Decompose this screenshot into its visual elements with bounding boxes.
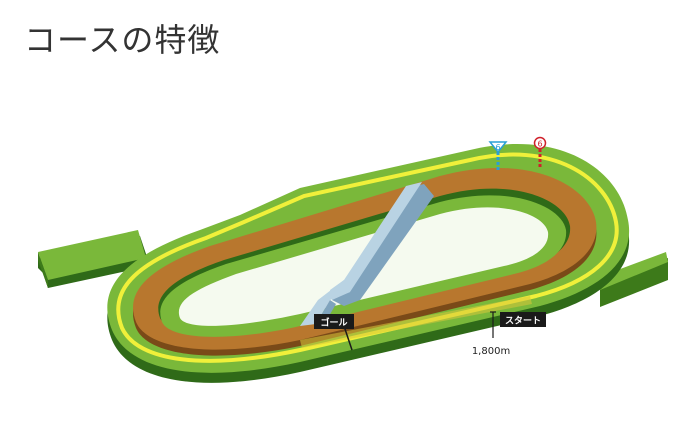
start-distance-label: 1,800m bbox=[472, 346, 510, 357]
furlong-marker-blue: 6 bbox=[488, 141, 508, 172]
page-title: コースの特徴 bbox=[24, 21, 221, 59]
furlong-marker-red-label: 6 bbox=[537, 140, 542, 149]
dirt-home-straight bbox=[300, 296, 532, 348]
start-label-bg bbox=[500, 312, 546, 327]
turf-rail-line bbox=[116, 152, 619, 363]
start-marker: スタート 1,800m bbox=[472, 311, 546, 357]
furlong-marker-blue-label: 6 bbox=[495, 143, 500, 152]
start-label: スタート bbox=[505, 315, 541, 327]
goal-label: ゴール bbox=[320, 317, 347, 329]
right-chute bbox=[596, 252, 668, 307]
left-chute bbox=[38, 230, 150, 288]
goal-marker: ゴール bbox=[314, 314, 354, 351]
furlong-marker-red: 6 bbox=[533, 136, 547, 168]
goal-label-bg bbox=[314, 314, 354, 329]
